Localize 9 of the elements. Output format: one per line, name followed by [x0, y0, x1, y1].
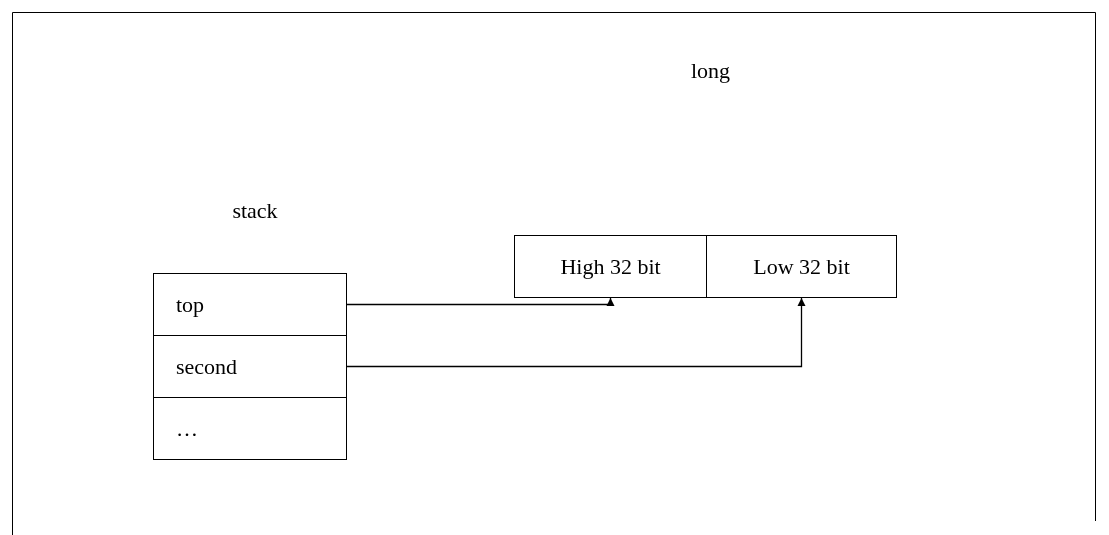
- stack-cell: …: [153, 397, 347, 460]
- group-heading: stack: [232, 200, 278, 222]
- stack-cell: second: [153, 335, 347, 398]
- arrow: [346, 297, 806, 368]
- field-box: High 32 bit: [514, 235, 707, 298]
- stack-cell: top: [153, 273, 347, 336]
- group-heading: long: [690, 60, 731, 82]
- arrow: [346, 297, 615, 306]
- field-box: Low 32 bit: [706, 235, 897, 298]
